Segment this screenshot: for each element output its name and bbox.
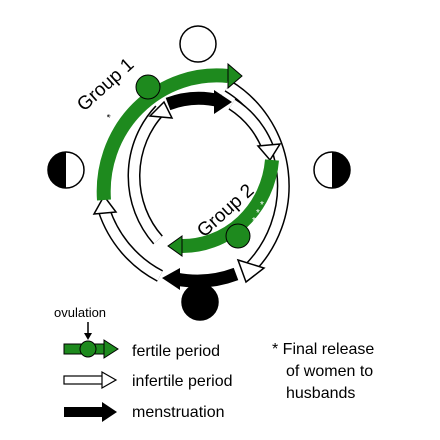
- release-note: * Final release of women to husbands: [272, 341, 374, 402]
- legend: ovulation fertile period infertile perio…: [54, 305, 233, 422]
- note-line-2: of women to: [286, 363, 373, 380]
- legend-menstruation-label: menstruation: [132, 404, 225, 421]
- moon-phase-first-quarter: [313, 151, 351, 189]
- group1-label: Group 1: [73, 54, 138, 116]
- legend-fertile-icon: [63, 339, 119, 359]
- group1-menstruation-arrow: [174, 267, 239, 288]
- group2-menstruation-arrow: [165, 91, 222, 111]
- legend-ovulation-label: ovulation: [54, 305, 106, 320]
- moon-phase-full: [179, 25, 217, 63]
- group1-ovulation-dot: [135, 74, 161, 100]
- group1-cycle-ring: * * *: [92, 62, 290, 290]
- note-line-3: husbands: [286, 385, 355, 402]
- svg-text:*: *: [110, 102, 121, 111]
- group2-fertile-arrow: [179, 159, 279, 254]
- moon-phase-last-quarter: [47, 151, 85, 189]
- legend-fertile-label: fertile period: [132, 343, 220, 360]
- group1-release-markers: *: [105, 113, 116, 122]
- svg-text:*: *: [252, 216, 256, 227]
- svg-text:*: *: [116, 94, 127, 103]
- legend-infertile-label: infertile period: [132, 373, 233, 390]
- group2-cycle-ring: * * *: [127, 90, 282, 257]
- svg-text:*: *: [256, 208, 260, 219]
- group2-release-markers: *: [260, 200, 264, 211]
- legend-infertile-icon: [63, 370, 118, 390]
- note-line-1: * Final release: [272, 341, 374, 358]
- group1-fertile-arrow: [96, 68, 229, 201]
- moon-phase-new: [181, 283, 219, 321]
- legend-menstruation-icon: [64, 402, 117, 422]
- group2-ovulation-dot: [225, 223, 251, 249]
